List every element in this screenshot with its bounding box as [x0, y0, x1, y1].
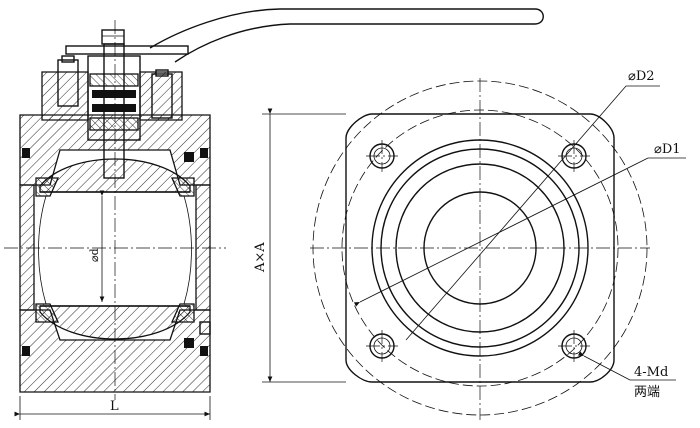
stem-washer	[65, 45, 189, 55]
square-flange	[345, 113, 615, 383]
stem-packing-1	[89, 73, 139, 87]
section-view: ⌀d L	[4, 8, 544, 420]
bonnet-bolt-left	[57, 59, 79, 107]
length-label: L	[110, 399, 119, 414]
stem-nut	[101, 29, 125, 45]
d1-label: ⌀D1	[654, 142, 681, 157]
d2-label: ⌀D2	[628, 69, 655, 84]
bonnet	[41, 71, 89, 121]
end-view: ⌀D2 ⌀D1 A×A 4-Md 两端	[253, 69, 686, 420]
bore-diameter-label: ⌀d	[88, 248, 101, 262]
seat-ring-top	[35, 177, 60, 197]
seat-ring-bottom	[35, 303, 60, 323]
handle-lever	[149, 8, 544, 63]
bolt-spec-label: 4-Md	[634, 365, 668, 380]
flange-size-label: A×A	[253, 242, 268, 273]
both-ends-label: 两端	[634, 385, 660, 400]
